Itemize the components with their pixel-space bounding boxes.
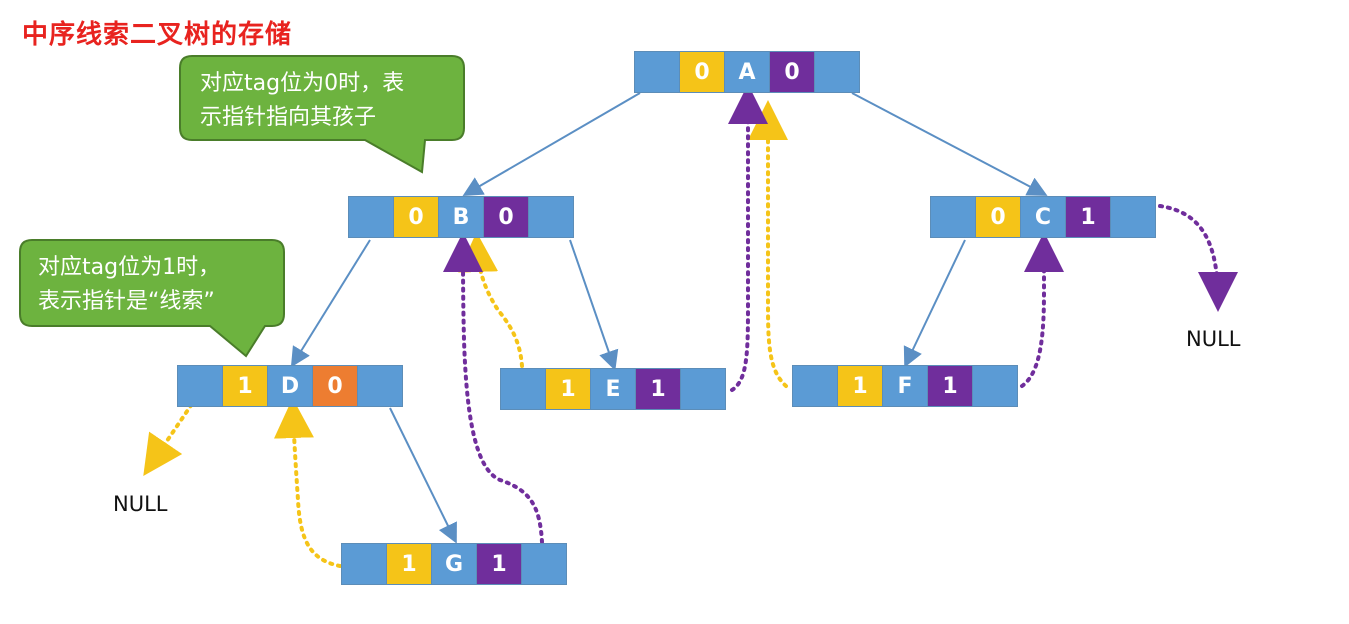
thread-E-left-to-B: [458, 232, 524, 368]
thread-G-left-to-D: [273, 398, 342, 568]
node-F-ltag: 1: [837, 365, 883, 407]
node-D-rtag: 0: [312, 365, 358, 407]
node-A-lchild: [634, 51, 680, 93]
thread-D-left-to-null: [143, 396, 198, 476]
null-label-left-of-D: NULL: [113, 492, 168, 516]
edge-B-D: [290, 239, 371, 368]
node-A-ltag: 0: [679, 51, 725, 93]
callout-tag0-line2: 示指针指向其孩子: [200, 105, 376, 130]
node-D-lchild: [177, 365, 223, 407]
tree-node-A: 0 A 0: [634, 51, 860, 93]
node-G-ltag: 1: [386, 543, 432, 585]
edge-A-B: [462, 92, 641, 197]
node-F-lchild: [792, 365, 838, 407]
callout-tag1-line1: 对应tag位为1时，: [38, 255, 220, 280]
node-G-data: G: [431, 543, 477, 585]
node-E-data: E: [590, 368, 636, 410]
thread-C-right-to-null: [1158, 204, 1238, 312]
tree-node-B: 0 B 0: [348, 196, 574, 238]
thread-F-left-to-A: [748, 100, 788, 388]
node-F-rchild: [972, 365, 1018, 407]
thread-F-right-to-C: [1020, 232, 1064, 388]
callout-tag1-line2: 表示指针是“线索”: [38, 289, 215, 314]
callout-tag0: 对应tag位为0时，表 示指针指向其孩子: [179, 55, 465, 174]
node-C-rtag: 1: [1065, 196, 1111, 238]
node-B-lchild: [348, 196, 394, 238]
node-C-data: C: [1020, 196, 1066, 238]
node-F-data: F: [882, 365, 928, 407]
node-D-ltag: 1: [222, 365, 268, 407]
thread-G-right-to-B: [443, 232, 544, 544]
null-label-right-of-C: NULL: [1186, 327, 1241, 351]
edge-C-F: [903, 239, 966, 368]
node-D-rchild: [357, 365, 403, 407]
node-A-rchild: [814, 51, 860, 93]
node-B-rchild: [528, 196, 574, 238]
node-E-rchild: [680, 368, 726, 410]
node-D-data: D: [267, 365, 313, 407]
node-G-lchild: [341, 543, 387, 585]
callout-tag0-line1: 对应tag位为0时，表: [200, 71, 404, 96]
tree-node-D: 1 D 0: [177, 365, 403, 407]
tree-node-G: 1 G 1: [341, 543, 567, 585]
node-E-rtag: 1: [635, 368, 681, 410]
callout-tag0-bubble: [179, 55, 465, 174]
node-C-rchild: [1110, 196, 1156, 238]
node-E-ltag: 1: [545, 368, 591, 410]
node-B-ltag: 0: [393, 196, 439, 238]
node-E-lchild: [500, 368, 546, 410]
diagram-title: 中序线索二叉树的存储: [22, 20, 293, 50]
node-G-rchild: [521, 543, 567, 585]
edge-B-E: [569, 239, 619, 371]
node-C-lchild: [930, 196, 976, 238]
edge-D-G: [389, 407, 457, 544]
node-F-rtag: 1: [927, 365, 973, 407]
node-B-rtag: 0: [483, 196, 529, 238]
tree-node-E: 1 E 1: [500, 368, 726, 410]
node-A-data: A: [724, 51, 770, 93]
callout-tag1: 对应tag位为1时， 表示指针是“线索”: [19, 239, 285, 358]
edge-A-C: [851, 92, 1048, 196]
tree-node-C: 0 C 1: [930, 196, 1156, 238]
node-G-rtag: 1: [476, 543, 522, 585]
callout-tag1-bubble: [19, 239, 285, 358]
thread-E-right-to-A: [728, 84, 769, 392]
tree-node-F: 1 F 1: [792, 365, 1018, 407]
node-A-rtag: 0: [769, 51, 815, 93]
node-C-ltag: 0: [975, 196, 1021, 238]
node-B-data: B: [438, 196, 484, 238]
